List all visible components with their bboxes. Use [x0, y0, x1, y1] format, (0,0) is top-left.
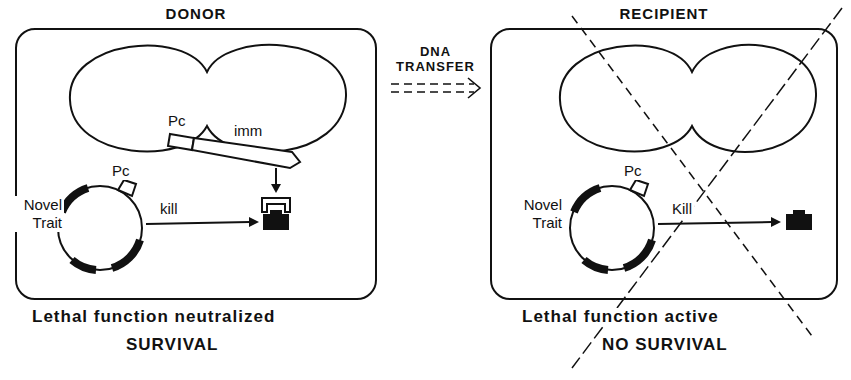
outcome-note: Lethal function neutralized	[30, 308, 277, 326]
arrow-head	[271, 184, 281, 193]
gene-arc	[62, 188, 88, 212]
outcome-verdict: SURVIVAL	[124, 336, 220, 354]
gene-label: imm	[232, 122, 264, 140]
gene-label: Kill	[670, 200, 694, 218]
plasmid	[58, 186, 142, 270]
promoter-flag	[630, 180, 648, 196]
donor-cell: DONOR	[15, 28, 377, 300]
promoter-flag	[118, 180, 136, 196]
gene-label: kill	[158, 200, 180, 218]
recipient-cell: RECIPIENT	[490, 28, 838, 300]
promoter-label: Pc	[166, 112, 188, 130]
gene-arc	[72, 260, 96, 270]
cell-heading: DONOR	[163, 5, 230, 22]
promoter-label: Pc	[622, 162, 644, 180]
outcome-note: Lethal function active	[520, 308, 721, 326]
expression-arrow	[658, 222, 772, 224]
antitoxin-symbol	[262, 198, 290, 212]
imm-gene	[192, 138, 300, 168]
toxin-symbol	[263, 210, 289, 230]
edge-label: DNA TRANSFER	[389, 44, 482, 74]
gene-arc	[584, 260, 608, 270]
expression-arrow	[275, 168, 277, 186]
chromosome	[560, 45, 816, 152]
expression-arrow	[146, 222, 250, 224]
gene-arc	[112, 240, 140, 268]
trait-label: Novel Trait	[14, 196, 64, 232]
cell-heading-row: RECIPIENT	[492, 5, 836, 22]
gene-arc	[624, 240, 652, 268]
arrow-head	[771, 217, 781, 227]
toxin-symbol	[786, 210, 812, 230]
promoter-symbol	[168, 134, 194, 150]
outcome-verdict: NO SURVIVAL	[600, 336, 730, 354]
cross-out-line	[572, 16, 812, 336]
transfer-arrow	[391, 78, 480, 98]
cell-heading: RECIPIENT	[616, 5, 711, 22]
gene-arc	[574, 188, 600, 212]
arrow-head	[249, 217, 259, 227]
cell-heading-row: DONOR	[17, 5, 375, 22]
plasmid	[570, 186, 654, 270]
trait-label: Novel Trait	[514, 196, 564, 232]
promoter-label: Pc	[110, 162, 132, 180]
chromosome	[70, 45, 346, 152]
